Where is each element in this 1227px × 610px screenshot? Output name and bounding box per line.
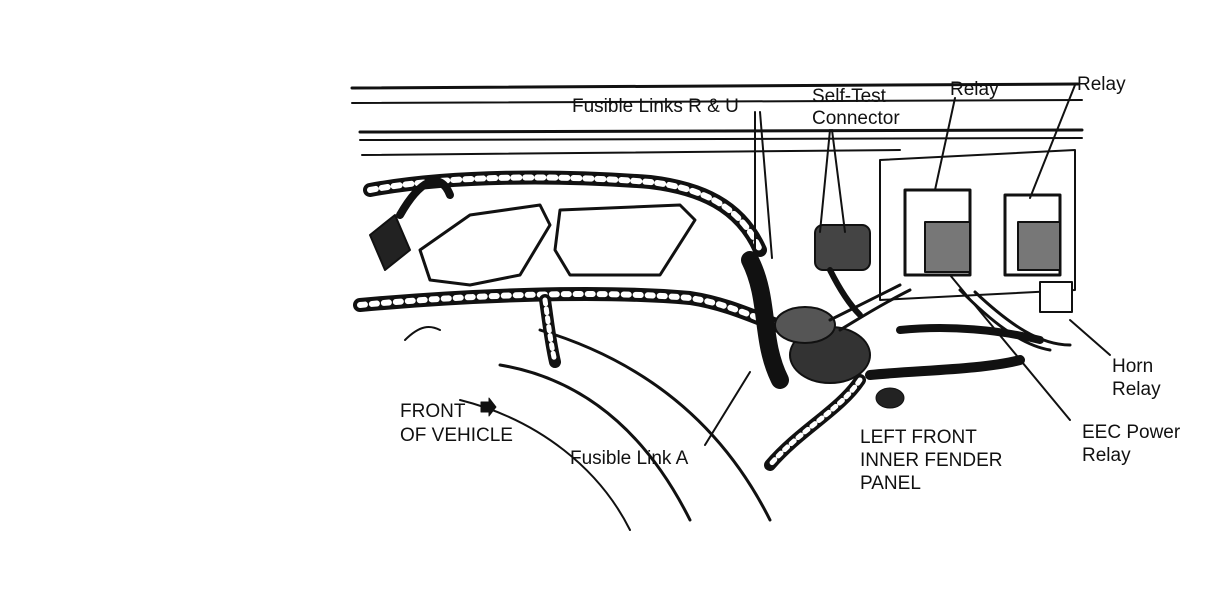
relay-wire-bundle bbox=[973, 290, 1072, 347]
fender-window bbox=[553, 203, 697, 277]
fender-edge-line bbox=[361, 149, 901, 156]
junction-block bbox=[774, 306, 836, 344]
relay-wire-bundle bbox=[896, 324, 1044, 344]
label-self-test-line2: Connector bbox=[812, 108, 900, 129]
wheel-arch bbox=[498, 363, 692, 522]
label-fender-line3: PANEL bbox=[860, 473, 921, 494]
relay-left-face bbox=[924, 221, 971, 273]
leader-fusible-links-ru bbox=[759, 111, 773, 259]
curved-arrow-icon bbox=[404, 326, 441, 341]
front-arrow-icon bbox=[480, 397, 497, 417]
left-connector bbox=[369, 214, 411, 271]
left-loop bbox=[396, 177, 454, 219]
leader-fusible-link-a bbox=[704, 371, 751, 446]
label-eec-power-line2: Relay bbox=[1082, 445, 1131, 466]
wiring-harness-lower-tape bbox=[357, 291, 793, 333]
label-horn-relay-line1: Horn bbox=[1112, 356, 1154, 377]
label-relay-right: Relay bbox=[1077, 74, 1126, 95]
leader-horn-relay bbox=[1069, 319, 1111, 356]
harness-branch bbox=[542, 297, 558, 365]
fender-edge-line bbox=[359, 137, 1083, 141]
lower-cable bbox=[767, 377, 863, 468]
label-front-line2: OF VEHICLE bbox=[400, 425, 513, 446]
wiring-harness-upper bbox=[363, 170, 767, 257]
fender-edge-line bbox=[358, 128, 1084, 134]
label-fender-line2: INNER FENDER bbox=[860, 450, 1003, 471]
wheel-arch bbox=[538, 328, 772, 522]
label-fender-line1: LEFT FRONT bbox=[860, 427, 977, 448]
fender-window bbox=[418, 203, 552, 287]
central-junction bbox=[741, 251, 789, 389]
self-test-connector bbox=[814, 224, 871, 271]
horn-relay-body bbox=[1039, 281, 1073, 313]
leader-self-test bbox=[831, 129, 846, 233]
relay-right-face bbox=[1017, 221, 1061, 271]
label-horn-relay-line2: Relay bbox=[1112, 379, 1161, 400]
relay-bracket bbox=[879, 149, 1076, 301]
label-relay-left: Relay bbox=[950, 79, 999, 100]
label-eec-power-line1: EEC Power bbox=[1082, 422, 1181, 443]
leader-eec-power bbox=[949, 274, 1071, 421]
fender-edge-line bbox=[351, 99, 1083, 104]
lower-cable-branch bbox=[865, 355, 1025, 380]
leader-relay-right bbox=[1029, 84, 1076, 199]
label-fusible-link-a: Fusible Link A bbox=[570, 448, 689, 469]
leader-self-test bbox=[819, 129, 831, 233]
fender-edge-line bbox=[350, 82, 1080, 90]
plug bbox=[875, 387, 905, 409]
label-fusible-links-ru: Fusible Links R & U bbox=[572, 96, 739, 117]
relay-wire-bundle bbox=[828, 283, 902, 322]
label-front-line1: FRONT bbox=[400, 401, 466, 422]
label-self-test-line1: Self-Test bbox=[812, 86, 886, 107]
self-test-wires bbox=[827, 267, 863, 318]
relay-wire-bundle bbox=[838, 288, 912, 332]
leader-relay-left bbox=[934, 97, 956, 191]
